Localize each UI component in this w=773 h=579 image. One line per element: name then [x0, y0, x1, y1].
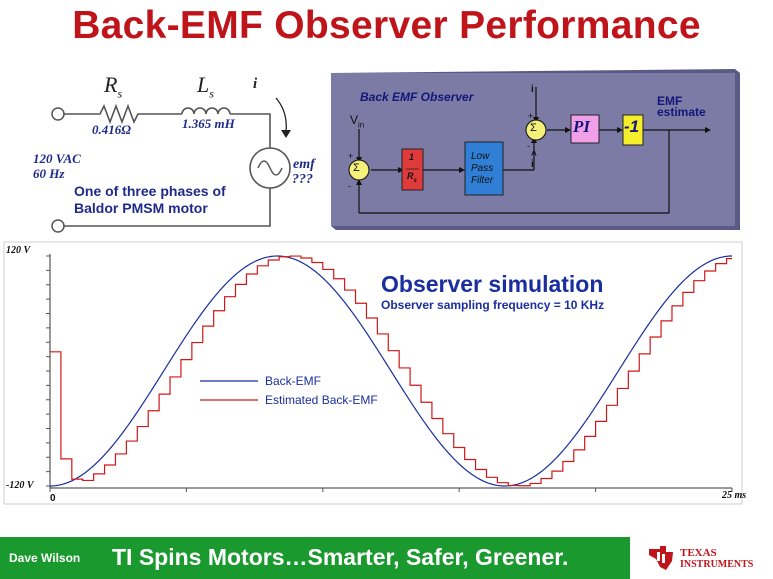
y-bottom-label: -120 V [6, 480, 34, 491]
footer: Dave Wilson TI Spins Motors…Smarter, Saf… [0, 537, 773, 579]
current-arrowhead [281, 130, 291, 138]
footer-bar [0, 537, 630, 579]
current-arrow [275, 97, 287, 133]
inductor [181, 107, 231, 115]
terminal-bottom [51, 219, 65, 233]
simulation-plot [3, 241, 743, 505]
pi-controller-block [570, 114, 600, 144]
observer-panel-bg [331, 73, 735, 226]
vin-label: Vin [350, 113, 365, 130]
gain-denominator: Rs [407, 171, 417, 184]
emf-unknown: ??? [292, 172, 313, 187]
ti-logo-icon [649, 546, 673, 570]
x-ticks [49, 488, 733, 492]
series-back-emf [49, 255, 733, 487]
emf-label: emf [293, 157, 315, 172]
wire-bottom [64, 188, 271, 227]
simulation-title: Observer simulation [381, 271, 604, 297]
current-label: i [253, 76, 258, 92]
rs-label: Rs [104, 72, 123, 101]
slide-title: Back-EMF Observer Performance [72, 4, 701, 47]
x-start-label: 0 [50, 493, 56, 504]
i-label: i [531, 84, 534, 95]
sum1-minus: - [348, 181, 351, 191]
circuit-diagram [51, 97, 291, 233]
sum1-symbol: Σ [353, 162, 360, 174]
source-voltage: 120 VAC [33, 151, 81, 166]
neg-one-label: -1 [624, 117, 640, 136]
terminal-top [51, 107, 65, 121]
source-frequency: 60 Hz [33, 166, 65, 181]
y-top-label: 120 V [6, 245, 31, 256]
legend-label-back-emf: Back-EMF [265, 374, 322, 388]
sum2-plus: + [528, 111, 534, 121]
note-line-1: One of three phases of [74, 183, 226, 199]
emf-estimate-label: EMF estimate [657, 94, 706, 119]
wire-right-top [230, 113, 271, 148]
resistor [64, 103, 182, 125]
sum2-symbol: Σ [530, 122, 537, 134]
ti-logo-text: TEXAS INSTRUMENTS [680, 547, 754, 571]
legend-label-estimated: Estimated Back-EMF [265, 393, 378, 407]
pi-label: PI [573, 117, 590, 136]
negation-block [622, 114, 644, 146]
ti-logo: TEXAS INSTRUMENTS [630, 537, 773, 579]
footer-slogan: TI Spins Motors…Smarter, Safer, Greener. [112, 544, 569, 570]
x-end-label: 25 ms [722, 490, 747, 501]
ls-value: 1.365 mH [182, 116, 235, 131]
plot-border [3, 241, 743, 505]
sum2-minus: - [527, 141, 530, 151]
observer-title: Back EMF Observer [360, 90, 474, 104]
series-estimated-back-emf [50, 255, 732, 487]
simulation-subtitle: Observer sampling frequency = 10 KHz [381, 298, 605, 312]
low-pass-filter-block [464, 141, 504, 196]
i-hat-label: ^i [531, 150, 537, 170]
rs-value: 0.416Ω [92, 122, 131, 137]
summing-junction-1 [348, 159, 370, 181]
ls-label: Ls [197, 72, 214, 101]
lpf-label: Low Pass Filter [471, 151, 494, 186]
sum1-plus: + [348, 151, 354, 161]
note-line-2: Baldor PMSM motor [74, 200, 208, 216]
gain-block [401, 148, 424, 191]
sine-glyph [257, 160, 283, 176]
circuit-note: One of three phases of Baldor PMSM motor [74, 183, 226, 217]
gain-numerator: 1 [409, 152, 415, 162]
observer-block-diagram [331, 69, 740, 230]
footer-author: Dave Wilson [9, 551, 81, 565]
summing-junction-2 [525, 119, 547, 141]
y-ticks [46, 255, 50, 487]
